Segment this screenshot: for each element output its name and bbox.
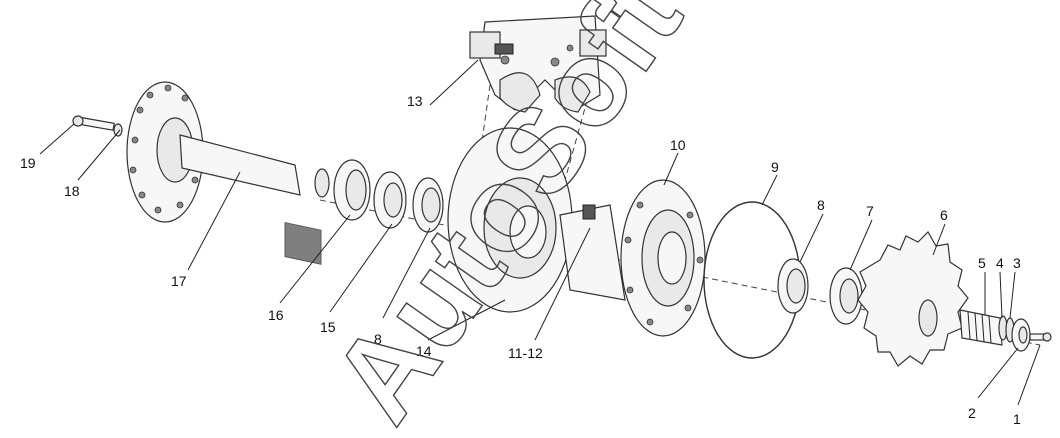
callout-15: 15 <box>320 319 336 335</box>
part-13-brake-caliper <box>469 15 607 113</box>
callout-9: 9 <box>771 159 779 175</box>
callout-18: 18 <box>64 183 80 199</box>
part-8-bearing-ring-left <box>412 177 444 233</box>
part-1-screw <box>1029 332 1052 342</box>
part-16-seal <box>333 159 371 221</box>
callout-8-right: 8 <box>817 197 825 213</box>
part-18-washer <box>113 123 123 137</box>
part-19-bolt <box>72 115 115 131</box>
callout-3: 3 <box>1013 255 1021 271</box>
callout-8-left: 8 <box>374 331 382 347</box>
callout-6: 6 <box>940 207 948 223</box>
callout-13: 13 <box>407 93 423 109</box>
caliper-guide-line-right <box>564 89 591 181</box>
callout-17: 17 <box>171 273 187 289</box>
part-2-end-cap <box>1011 318 1031 352</box>
part-7-seal <box>829 267 863 325</box>
part-5-splined-coupler <box>959 309 1003 346</box>
callout-1: 1 <box>1013 411 1021 427</box>
part-15-bearing <box>373 171 407 229</box>
callout-2: 2 <box>968 405 976 421</box>
callout-7: 7 <box>866 203 874 219</box>
part-14-brake-disc <box>447 127 573 313</box>
part-8-bearing-ring-right <box>777 258 809 314</box>
callout-16: 16 <box>268 307 284 323</box>
part-6-sprocket <box>857 231 969 367</box>
callout-5: 5 <box>978 255 986 271</box>
part-11-12-bolt-hub-body <box>559 204 626 301</box>
callout-10: 10 <box>670 137 686 153</box>
callout-4: 4 <box>996 255 1004 271</box>
callout-11-12: 11-12 <box>508 345 543 361</box>
part-17-axle-shaft <box>126 81 330 265</box>
part-10-hub-flange <box>620 179 706 337</box>
leader-lines <box>39 59 1041 406</box>
callout-19: 19 <box>20 155 36 171</box>
callout-14: 14 <box>416 343 432 359</box>
